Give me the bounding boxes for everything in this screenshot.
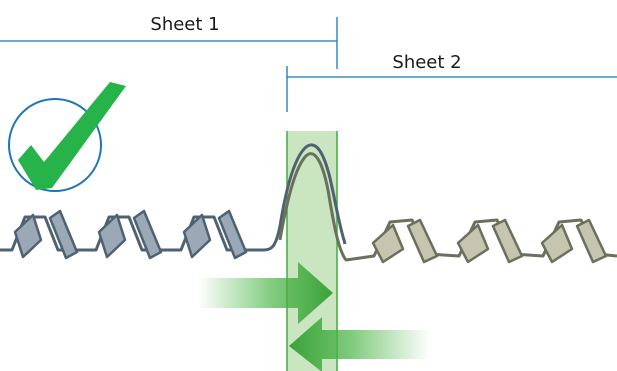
- sheet2-rib-left: [371, 223, 405, 264]
- sheet2-rib-right: [406, 218, 439, 264]
- sheet1-rib-right: [48, 209, 79, 260]
- sheet1-label: Sheet 1: [150, 14, 219, 35]
- sheet2-profile: [278, 152, 617, 264]
- sheet2-rib-left: [540, 223, 574, 264]
- sheet2-label: Sheet 2: [392, 52, 461, 73]
- sheet2-rib-right: [575, 218, 608, 264]
- sheet1-rib-right: [132, 209, 163, 260]
- checkmark-in-circle-icon: [8, 82, 126, 192]
- sheet1-rib-right: [217, 209, 248, 260]
- sheet1-rib-left: [182, 213, 212, 259]
- sheet1-dimension: [0, 17, 338, 69]
- sheet1-profile: [0, 143, 347, 260]
- sheet2-rib-left: [456, 223, 490, 264]
- sheet1-rib-left: [97, 213, 127, 259]
- arrow-right-icon: [198, 262, 333, 324]
- sheet2-dimension: [286, 66, 617, 112]
- sheet1-rib-left: [13, 213, 43, 259]
- arrow-left-icon: [289, 317, 430, 371]
- sheet2-rib-right: [491, 218, 524, 264]
